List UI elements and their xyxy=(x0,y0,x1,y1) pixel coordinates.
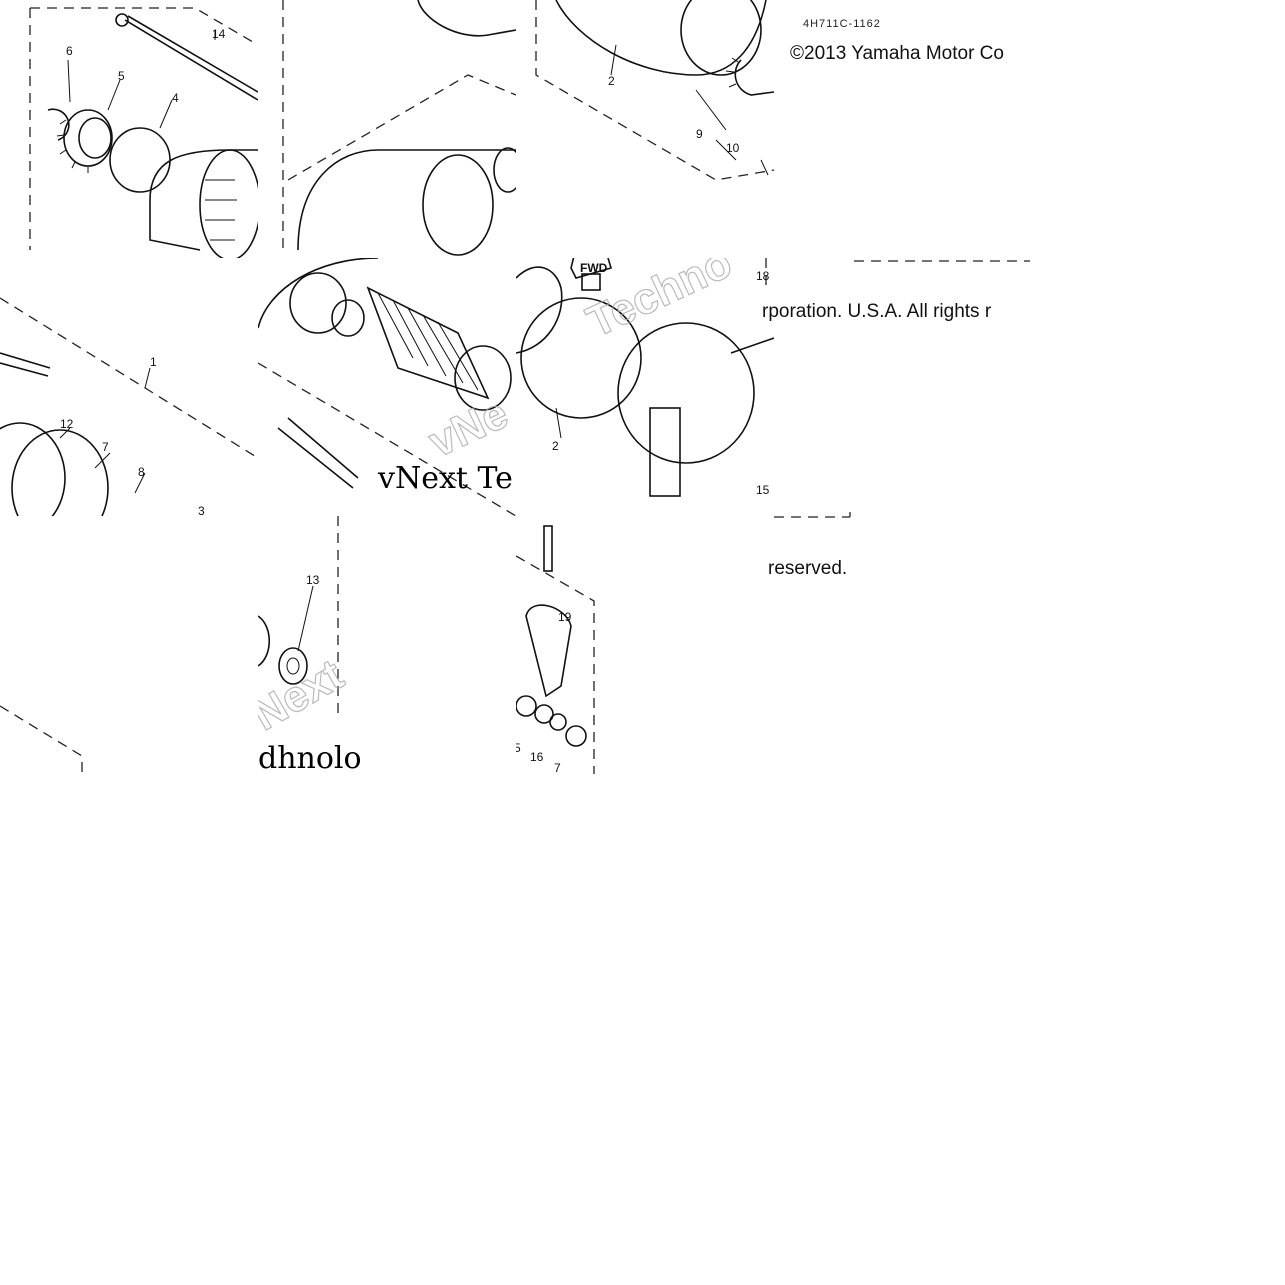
watermark-fragment: vNe xyxy=(422,389,516,468)
copyright-line-2: rporation. U.S.A. All rights r xyxy=(762,301,992,322)
end-cover xyxy=(555,0,767,76)
watermark-line: vNext Te xyxy=(377,461,513,496)
diagram-tile-armature: vNext Te vNe xyxy=(258,258,516,516)
diagram-tile-yoke xyxy=(258,0,516,258)
callout-2: 2 xyxy=(608,74,615,88)
yoke-housing xyxy=(297,147,516,256)
o-ring-2 xyxy=(520,297,642,419)
watermark-fragment-dhnolo: dhnolo xyxy=(258,741,362,774)
callout-13: 13 xyxy=(306,573,320,587)
callout-14: 14 xyxy=(212,27,226,41)
callout-15: 15 xyxy=(756,483,770,497)
dashed-strip-bottom xyxy=(774,512,854,522)
callout-6: 6 xyxy=(66,44,73,58)
brush-holder xyxy=(516,266,563,354)
callout-8: 8 xyxy=(138,465,145,479)
rear-cap xyxy=(617,322,774,497)
diagram-tile-washer: 13 11 Next dhnolo xyxy=(258,516,363,774)
terminal-bolt xyxy=(543,525,553,572)
callout-5: 5 xyxy=(118,69,125,83)
clutch-housing xyxy=(149,149,258,258)
diagram-tile-bolts: 1 12 7 8 3 xyxy=(0,258,258,516)
svg-text:FWD: FWD xyxy=(580,261,608,275)
callout-19: 19 xyxy=(558,610,572,624)
callout-3: 3 xyxy=(198,504,205,516)
brush xyxy=(581,273,601,291)
diagram-tile-brush-cap: FWD Techno 2 15 18 xyxy=(516,258,774,516)
o-ring-12 xyxy=(0,422,66,516)
terminal-boot xyxy=(525,604,572,698)
fwd-arrow-badge: FWD xyxy=(570,258,612,279)
callout-5b: 5 xyxy=(516,741,521,755)
long-bolt xyxy=(124,15,258,101)
callout-7b: 7 xyxy=(554,761,561,774)
copyright-line-3: reserved. xyxy=(768,558,848,579)
part-code-label: 4H711C-1162 xyxy=(803,18,881,30)
callout-1: 1 xyxy=(150,355,157,369)
callout-7: 7 xyxy=(102,440,109,454)
shaft xyxy=(277,417,359,489)
o-ring xyxy=(109,127,171,193)
watermark-fragment-next: Next xyxy=(258,650,352,740)
callout-2b: 2 xyxy=(552,439,559,453)
brush-plate xyxy=(725,57,774,96)
callout-10: 10 xyxy=(726,141,740,155)
diagram-tile-end-cover: 2 9 10 xyxy=(516,0,774,258)
washer-13 xyxy=(278,647,308,685)
callout-18: 18 xyxy=(756,269,770,283)
callout-12: 12 xyxy=(60,417,74,431)
copyright-line-1: ©2013 Yamaha Motor Co xyxy=(790,43,1004,64)
dashed-strip-top xyxy=(774,258,1030,264)
plate-7 xyxy=(11,429,109,516)
diagram-tile-bottom-left xyxy=(0,516,86,774)
diagram-tile-gear-assembly: 6 5 4 14 xyxy=(0,0,258,258)
callout-4: 4 xyxy=(172,91,179,105)
callout-9: 9 xyxy=(696,127,703,141)
callout-11: 11 xyxy=(326,516,339,517)
washer xyxy=(289,272,347,334)
callout-16: 16 xyxy=(530,750,544,764)
through-bolt xyxy=(0,352,51,377)
pinion-gear xyxy=(56,109,113,173)
diagram-tile-terminal: 19 16 5 7 xyxy=(516,516,596,774)
armature-core xyxy=(366,286,512,411)
